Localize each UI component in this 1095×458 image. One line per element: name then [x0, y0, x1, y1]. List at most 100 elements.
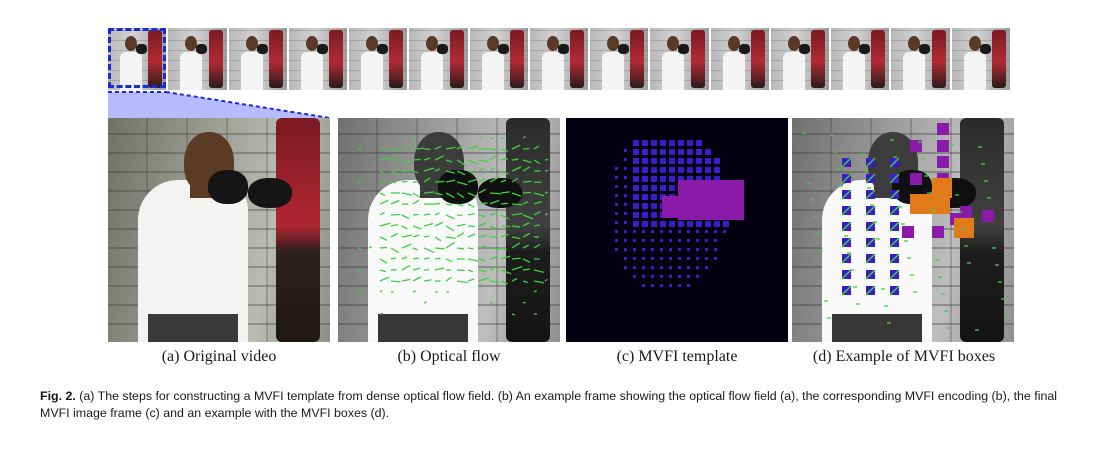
mvfi-block [660, 167, 666, 173]
mvfi-block [714, 248, 717, 251]
flow-vector [379, 147, 387, 150]
flow-vector [423, 257, 430, 260]
mvfi-boxes-frame [792, 118, 1014, 342]
flow-vector [500, 191, 510, 194]
mvfi-block [678, 230, 681, 233]
mvfi-block [615, 194, 618, 197]
flow-vector [533, 224, 540, 227]
mvfi-block [660, 239, 663, 242]
mvfi-block [633, 275, 636, 278]
flow-vector [390, 280, 401, 283]
mvfi-block [705, 248, 708, 251]
mvfi-block [660, 221, 666, 227]
mvfi-block [651, 284, 654, 287]
flow-vector [379, 236, 388, 241]
flow-vector [390, 170, 399, 175]
flow-vector [456, 223, 466, 227]
flow-vector [478, 167, 485, 172]
flow-vector [412, 234, 420, 238]
flow-vector [412, 158, 421, 161]
flow-vector [522, 221, 530, 227]
mvfi-box-orange [930, 194, 950, 214]
flow-vector [412, 247, 418, 251]
flow-vector [434, 192, 443, 196]
flow-vector [511, 313, 516, 316]
mvfi-block [705, 158, 711, 164]
video-frame-thumbnail [288, 28, 348, 90]
mvfi-block [642, 248, 645, 251]
flow-vector [500, 202, 509, 205]
flow-vector [379, 246, 387, 249]
flow-vector [544, 213, 548, 216]
flow-vector [478, 177, 486, 183]
mvfi-box-vector [889, 173, 900, 184]
mvfi-block [642, 284, 645, 287]
mvfi-block [660, 248, 663, 251]
flow-vector [522, 280, 529, 284]
flow-vector [412, 192, 420, 198]
caption-a: (a) Original video [108, 348, 330, 366]
flow-vector [456, 280, 468, 284]
mvfi-block [696, 275, 699, 278]
caption-d-text: (d) Example of MVFI boxes [812, 348, 996, 365]
flow-vector [445, 192, 455, 199]
figure-label: Fig. 2. [40, 389, 76, 403]
mvfi-block [669, 239, 672, 242]
mvfi-box-purple [937, 123, 949, 135]
mvfi-block [696, 149, 702, 155]
flow-vector [445, 170, 456, 174]
flow-vector [423, 213, 431, 216]
video-frame-thumbnail [108, 28, 167, 90]
mvfi-block [651, 158, 657, 164]
mvfi-block [633, 239, 636, 242]
mvfi-block [669, 248, 672, 251]
mvfi-block [642, 203, 648, 209]
flow-vector [434, 202, 441, 205]
mvfi-block [678, 140, 684, 146]
flow-vector [456, 232, 465, 238]
flow-vector [500, 214, 510, 220]
mvfi-block [642, 185, 648, 191]
mvfi-box-vector [865, 205, 876, 216]
flow-vector [379, 269, 387, 273]
flow-vector [434, 168, 440, 172]
flow-vector [500, 158, 508, 161]
mvfi-block [624, 194, 627, 197]
mvfi-block [624, 266, 627, 269]
mvfi-block [651, 221, 657, 227]
flow-vector [412, 137, 416, 140]
flow-vector [511, 144, 521, 150]
flow-vector [533, 192, 545, 197]
mvfi-block [660, 140, 666, 146]
flow-vector [379, 211, 385, 216]
flow-vector [456, 203, 464, 207]
flow-vector [511, 257, 521, 260]
flow-vector [511, 212, 523, 216]
flow-vector [500, 179, 507, 183]
mvfi-block [642, 239, 645, 242]
flow-vector [544, 169, 549, 172]
mvfi-box-vector [841, 237, 852, 248]
flow-vector [522, 268, 530, 271]
mvfi-box-orange [954, 218, 974, 238]
flow-vector [467, 278, 475, 282]
video-frame-thumbnail [168, 28, 227, 90]
flow-vector [379, 222, 391, 227]
flow-vector [467, 192, 477, 197]
mvfi-block [678, 275, 681, 278]
flow-vector [533, 290, 537, 293]
flow-vector [456, 181, 468, 186]
mvfi-box-vector [889, 205, 900, 216]
flow-vector [478, 202, 488, 205]
flow-vector [467, 203, 475, 208]
mvfi-box-vector [889, 285, 900, 296]
mvfi-block [678, 176, 684, 182]
flow-vector [489, 199, 500, 205]
mvfi-block [669, 158, 675, 164]
flow-vector [522, 301, 527, 304]
flow-vector [522, 258, 531, 263]
mvfi-box-vector [889, 157, 900, 168]
mvfi-block [651, 203, 657, 209]
mvfi-block [669, 230, 672, 233]
mvfi-block [705, 167, 711, 173]
